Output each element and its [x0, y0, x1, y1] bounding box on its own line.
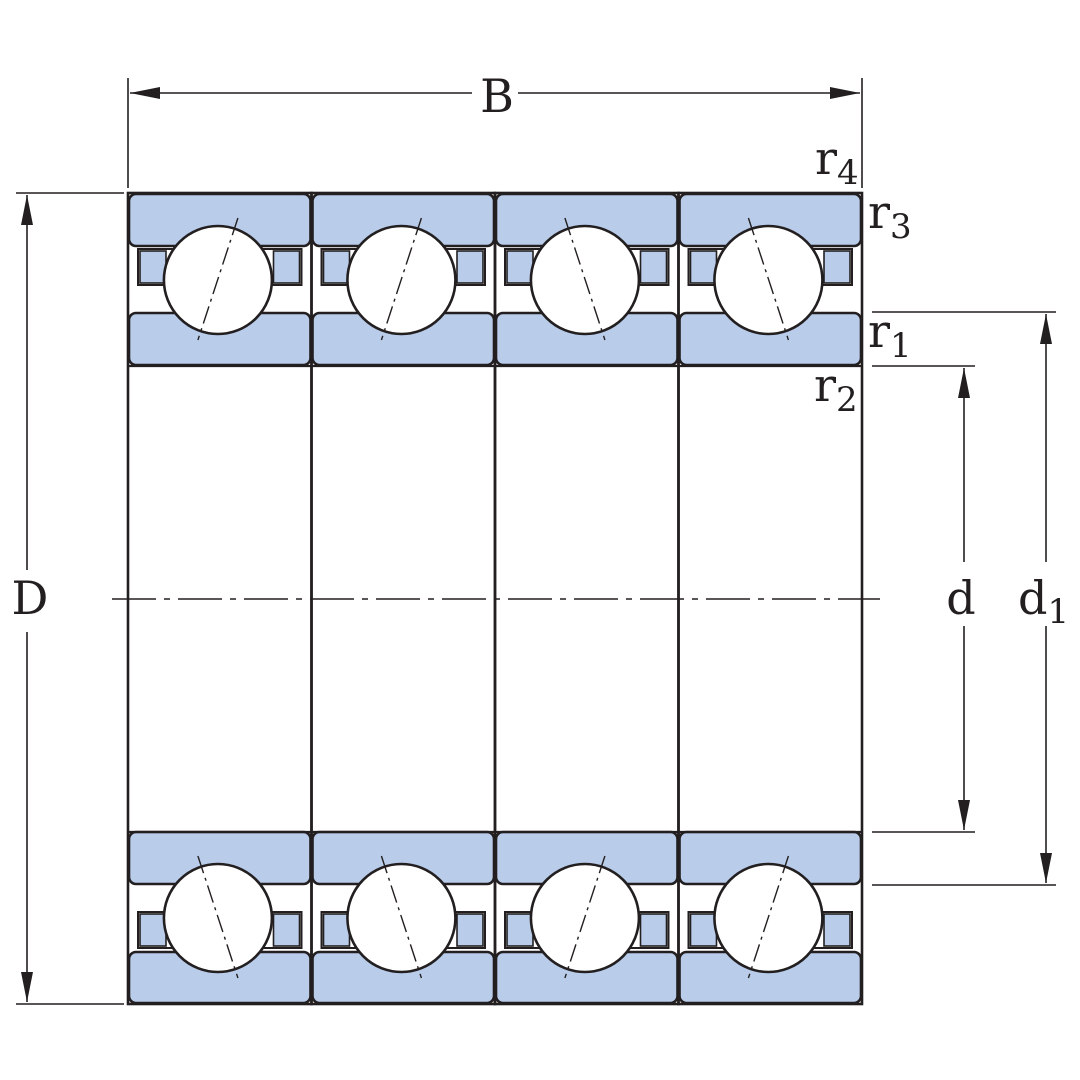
dimension-D: [16, 192, 124, 1005]
cage-pocket-right: [272, 913, 301, 947]
contact-angle-line: [747, 855, 790, 979]
label-r1: r1: [868, 304, 912, 366]
cage-pocket-left: [689, 250, 718, 284]
cage-pocket-right: [272, 250, 301, 284]
bearing-rows: [126, 191, 864, 1006]
cage-pocket-right: [823, 913, 851, 947]
dimension-d1: [872, 311, 1056, 886]
cage-pocket-left: [506, 913, 534, 947]
cage-pocket-left: [139, 913, 167, 947]
dimension-B: [127, 78, 863, 188]
contact-angle-line: [197, 855, 239, 979]
cage-pocket-right: [639, 250, 668, 284]
cage-pocket-left: [506, 250, 534, 284]
contact-angle-line: [197, 217, 239, 341]
cage-pocket-left: [689, 913, 718, 947]
label-r3: r3: [868, 185, 912, 247]
contact-angle-line: [564, 855, 606, 979]
contact-angle-line: [747, 217, 790, 341]
contact-angle-line: [380, 855, 423, 979]
label-r2: r2: [814, 358, 858, 420]
label-d1: d1: [1018, 571, 1069, 632]
cage-pocket-right: [639, 913, 668, 947]
label-r4: r4: [815, 131, 859, 193]
label-D: D: [12, 571, 49, 625]
contact-angle-line: [564, 217, 606, 341]
label-d: d: [946, 571, 975, 625]
label-B: B: [480, 69, 514, 123]
cage-pocket-left: [322, 250, 351, 284]
cage-pocket-right: [456, 913, 484, 947]
cage-pocket-right: [456, 250, 484, 284]
dimension-d: [872, 365, 975, 833]
cage-pocket-left: [322, 913, 351, 947]
contact-angle-line: [380, 217, 423, 341]
cage-pocket-right: [823, 250, 851, 284]
cage-pocket-left: [139, 250, 167, 284]
